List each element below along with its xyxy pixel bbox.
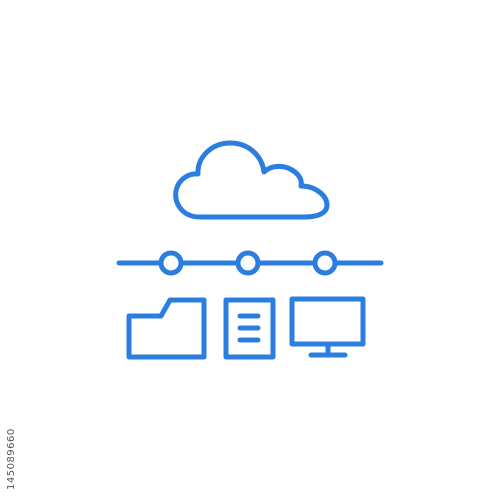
folder-icon <box>126 297 207 360</box>
network-node <box>312 250 338 276</box>
cloud-icon <box>173 140 330 220</box>
network-node <box>158 250 184 276</box>
monitor-icon <box>289 296 366 358</box>
network-node <box>235 250 261 276</box>
document-icon <box>223 297 276 360</box>
network-line-icon <box>116 250 384 276</box>
image-id-label: 145089660 <box>6 428 17 490</box>
